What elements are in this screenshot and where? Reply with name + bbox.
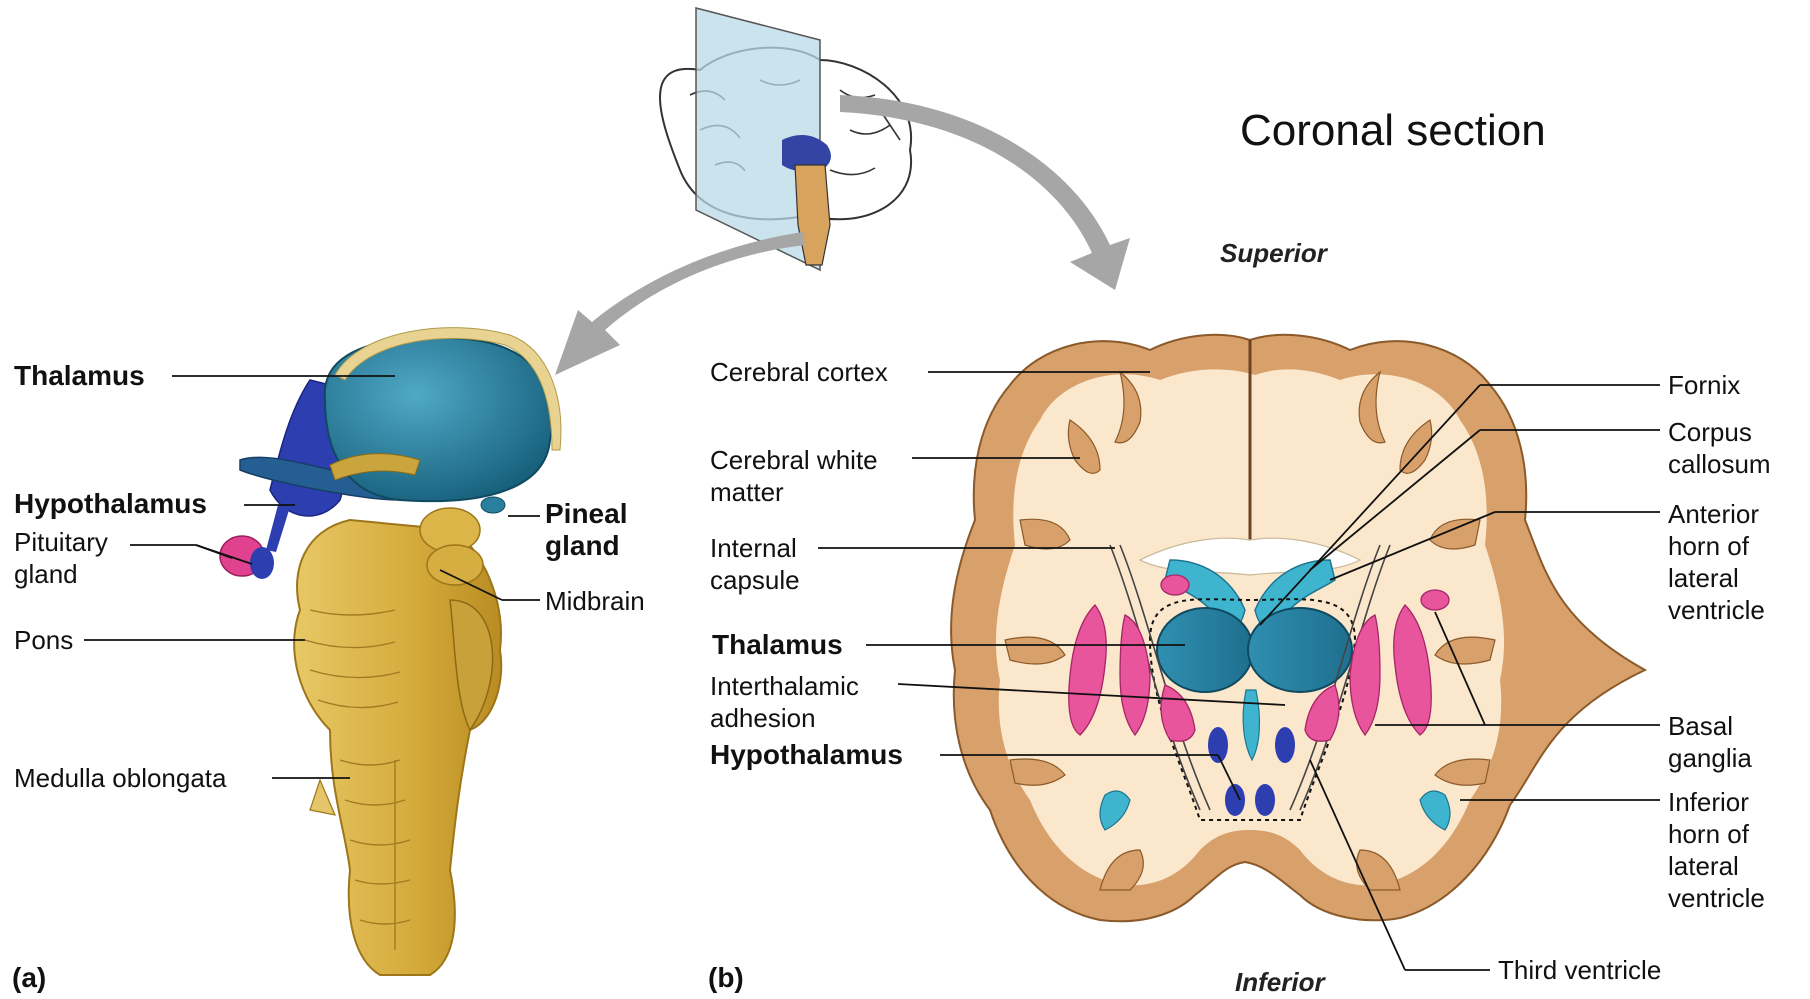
panel-a-illustration: [220, 328, 561, 975]
superior-label: Superior: [1220, 238, 1327, 269]
panel-b-section: [951, 335, 1645, 921]
label-b-cortex: Cerebral cortex: [710, 356, 888, 388]
label-b-basal-ganglia: Basal ganglia: [1668, 710, 1788, 774]
label-a-pons: Pons: [14, 624, 73, 656]
label-b-third-ventricle: Third ventricle: [1498, 954, 1661, 986]
label-b-inferior-horn: Inferior horn of lateral ventricle: [1668, 786, 1803, 914]
inferior-label: Inferior: [1235, 967, 1325, 998]
arrow-to-panel-a: [555, 232, 805, 375]
label-a-pineal: Pineal gland: [545, 498, 655, 562]
label-b-hypothalamus: Hypothalamus: [710, 739, 903, 771]
label-a-medulla: Medulla oblongata: [14, 762, 227, 794]
label-b-white-matter: Cerebral white matter: [710, 444, 920, 508]
label-a-hypothalamus: Hypothalamus: [14, 488, 207, 520]
label-b-fornix: Fornix: [1668, 369, 1740, 401]
label-b-internal-capsule: Internal capsule: [710, 532, 830, 596]
panel-b-letter: (b): [708, 962, 744, 994]
label-a-pituitary: Pituitary gland: [14, 526, 134, 590]
label-a-thalamus: Thalamus: [14, 360, 145, 392]
label-b-anterior-horn: Anterior horn of lateral ventricle: [1668, 498, 1803, 626]
panel-a-letter: (a): [12, 962, 46, 994]
orientation-brain: [660, 8, 911, 270]
section-title: Coronal section: [1240, 106, 1546, 156]
label-b-interthalamic: Interthalamic adhesion: [710, 670, 910, 734]
label-b-thalamus: Thalamus: [712, 629, 843, 661]
brainstem: [294, 520, 501, 975]
label-b-corpus-callosum: Corpus callosum: [1668, 416, 1803, 480]
label-a-midbrain: Midbrain: [545, 585, 645, 617]
left-thalamus: [1157, 608, 1253, 692]
